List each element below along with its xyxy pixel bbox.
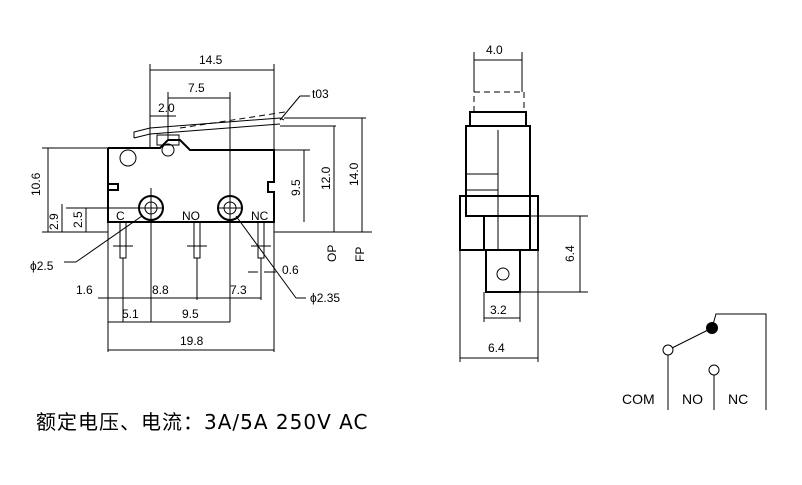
dim-5-1: 5.1 [122,307,139,321]
dim-phi-2-35: ϕ2.35 [310,291,340,305]
schematic-com-label: COM [622,391,655,407]
dim-10-6: 10.6 [29,172,43,196]
dim-4-0: 4.0 [486,43,503,57]
dim-6-4-vert: 6.4 [563,245,577,262]
dim-2-0: 2.0 [158,101,175,115]
dim-2-5: 2.5 [71,211,85,228]
dim-0-6: 0.6 [282,263,299,277]
dim-3-2: 3.2 [490,303,507,317]
dim-9-5-vert: 9.5 [289,179,303,196]
dim-1-6: 1.6 [76,283,93,297]
dim-7-5: 7.5 [188,81,205,95]
dim-19-8: 19.8 [180,334,204,348]
rating-caption: 额定电压、电流：3A/5A 250V AC [36,410,369,434]
terminal-c-label: C [116,209,125,223]
dim-7-3: 7.3 [230,283,247,297]
dim-t03: t03 [312,87,329,101]
label-fp: FP [353,247,367,262]
circuit-schematic: COM NO NC [622,313,767,410]
dim-14-5: 14.5 [199,53,223,67]
side-view: 4.0 6.4 3.2 6.4 [459,43,588,362]
schematic-no-label: NO [682,391,703,407]
dim-phi-2-5: ϕ2.5 [30,259,54,273]
dim-14-0: 14.0 [347,162,361,186]
front-view: 14.5 7.5 2.0 t03 10.6 2.9 2.5 9.5 12.0 1… [29,53,372,352]
dim-12-0: 12.0 [319,166,333,190]
dim-2-9: 2.9 [47,213,61,230]
dim-6-4-horiz: 6.4 [488,341,505,355]
terminal-no-label: NO [182,209,200,223]
dim-8-8: 8.8 [152,283,169,297]
label-op: OP [325,245,339,262]
dim-9-5-horiz: 9.5 [182,307,199,321]
terminal-nc-label: NC [251,209,269,223]
schematic-nc-label: NC [728,391,748,407]
